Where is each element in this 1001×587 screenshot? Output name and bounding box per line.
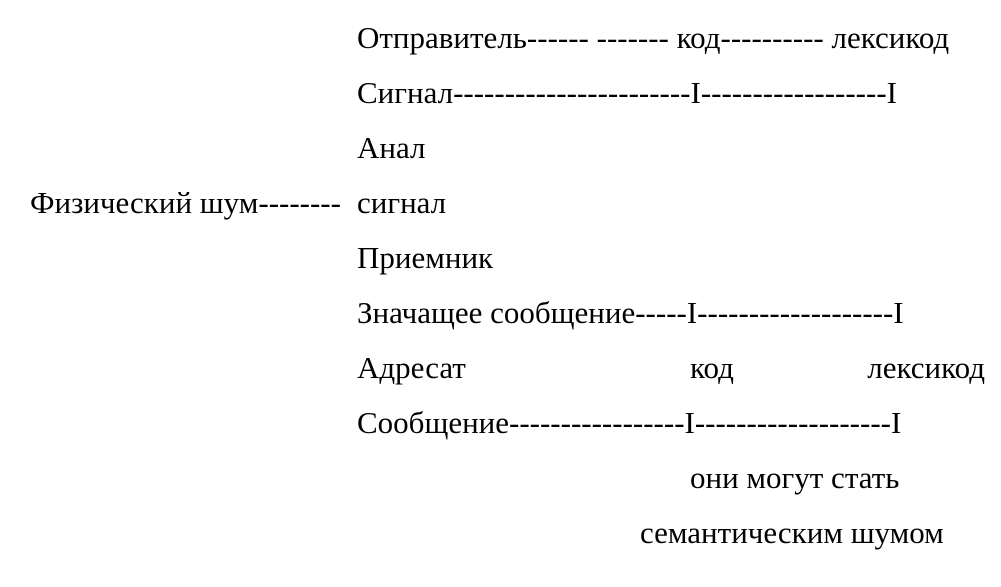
note-line-1: они могут стать: [690, 460, 900, 495]
receiver-line: Приемник: [357, 240, 494, 275]
addressee-code: код: [690, 350, 734, 385]
addressee-label: Адресат: [357, 350, 466, 385]
physical-noise-label: Физический шум--------: [30, 185, 341, 220]
anal-line: Анал: [357, 130, 426, 165]
sender-line: Отправитель------ ------- код---------- …: [357, 20, 950, 55]
meaningful-message-line: Значащее сообщение-----I----------------…: [357, 295, 904, 330]
signal2-line: сигнал: [357, 185, 447, 220]
note-line-2: семантическим шумом: [640, 515, 944, 550]
signal-line: Сигнал-----------------------I----------…: [357, 75, 897, 110]
addressee-lexicode: лексикод: [867, 350, 985, 385]
message-line: Сообщение-----------------I-------------…: [357, 405, 902, 440]
